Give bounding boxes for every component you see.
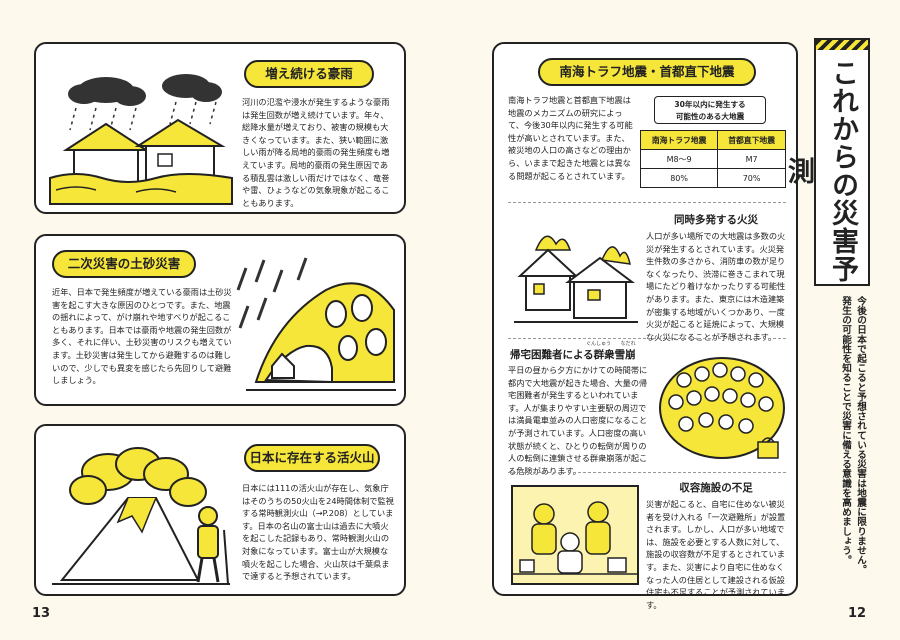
- volcano-illustration: [52, 447, 230, 585]
- hazard-stripe-top: [816, 40, 868, 50]
- section-title-landslide: 二次災害の土砂災害: [52, 250, 196, 278]
- table-cell: 80%: [639, 168, 719, 188]
- divider: [508, 202, 786, 203]
- table-cell: 70%: [717, 168, 786, 188]
- section-text-landslide: 近年、日本で発生頻度が増えている豪雨は土砂災害を起こす大きな原因のひとつです。ま…: [52, 287, 232, 386]
- vertical-subtitle-line-1: 今後の日本で起こると予想されている災害は地震に限りません。: [855, 296, 866, 575]
- vertical-title: これからの災害予測: [783, 59, 858, 283]
- subsection-text-fires: 人口が多い場所での大地震は多数の火災が発生するとされています。火災発生件数の多さ…: [646, 231, 786, 342]
- evacuation-shelter-illustration: [511, 485, 639, 585]
- landslide-card: 二次災害の土砂災害 近年、日本で発生頻度が増えている豪雨は土砂災害を起こす大きな…: [34, 234, 406, 406]
- earthquake-probability-table: 南海トラフ地震 首都直下地震 M8～9 M7 80% 70%: [639, 130, 786, 188]
- subsection-title-crowd: 帰宅困難者による群衆雪崩: [510, 349, 636, 361]
- flooded-houses-illustration: [49, 74, 233, 205]
- section-text-volcano: 日本には111の活火山が存在し、気象庁はそのうちの50火山を24時間体制で監視す…: [242, 483, 394, 582]
- volcano-card: 日本に存在する活火山 日本には111の活火山が存在し、気象庁はそのうちの50火山…: [34, 424, 406, 596]
- table-header-nankai: 南海トラフ地震: [639, 130, 719, 150]
- page-number-left: 13: [32, 606, 51, 621]
- vertical-subtitle-line-2: 発生の可能性を知ることで災害に備える意識を高めましょう。: [840, 296, 851, 565]
- major-earthquake-card: 南海トラフ地震・首都直下地震 南海トラフ地震と首都直下地震は地震のメカニズムの研…: [492, 42, 798, 610]
- subsection-title-shelters: 収容施設の不足: [679, 482, 753, 494]
- burning-houses-illustration: [514, 235, 638, 323]
- subsection-text-crowd: 平日の昼から夕方にかけての時間帯に都内で大地震が起きた場合、大量の帰宅困難者が発…: [508, 365, 648, 476]
- table-caption-line-2: 可能性のある大地震: [675, 112, 745, 121]
- section-text-heavy-rain: 河川の氾濫や浸水が発生するような豪雨は発生回数が増え続けています。年々、総降水量…: [242, 97, 390, 208]
- ruby-line: ぐんしゅう なだれ: [586, 340, 636, 347]
- divider: [508, 338, 786, 339]
- page-number-right: 12: [848, 606, 867, 621]
- heavy-rain-card: 増え続ける豪雨 河川の氾濫や浸水が発生するような豪雨は発生回数が増え続けています…: [34, 42, 406, 214]
- section-title-volcano: 日本に存在する活火山: [244, 444, 380, 472]
- subsection-text-shelters: 災害が起こると、自宅に住めない被災者を受け入れる「一次避難所」が設置されます。し…: [646, 499, 786, 610]
- crowd-crush-illustration: [659, 357, 785, 459]
- vertical-subtitle: 今後の日本で起こると予想されている災害は地震に限りません。 発生の可能性を知るこ…: [816, 296, 868, 586]
- landslide-illustration: [236, 257, 396, 391]
- table-caption-line-1: 30年以内に発生する: [674, 100, 746, 109]
- table-cell: M8～9: [639, 149, 719, 169]
- section-title-heavy-rain: 増え続ける豪雨: [244, 60, 374, 88]
- section-title-major-earthquakes: 南海トラフ地震・首都直下地震: [538, 58, 756, 86]
- subsection-title-fires: 同時多発する火災: [674, 214, 758, 226]
- title-column: これからの災害予測: [783, 38, 870, 286]
- ruby-nadare: なだれ: [620, 341, 636, 347]
- ruby-gunshu: ぐんしゅう: [586, 341, 612, 347]
- section-text-major-earthquakes: 南海トラフ地震と首都直下地震は地震のメカニズムの研究によって、今後30年以内に発…: [508, 95, 633, 181]
- table-header-tokyo: 首都直下地震: [717, 130, 786, 150]
- table-caption-box: 30年以内に発生する 可能性のある大地震: [654, 96, 766, 124]
- divider: [508, 472, 786, 473]
